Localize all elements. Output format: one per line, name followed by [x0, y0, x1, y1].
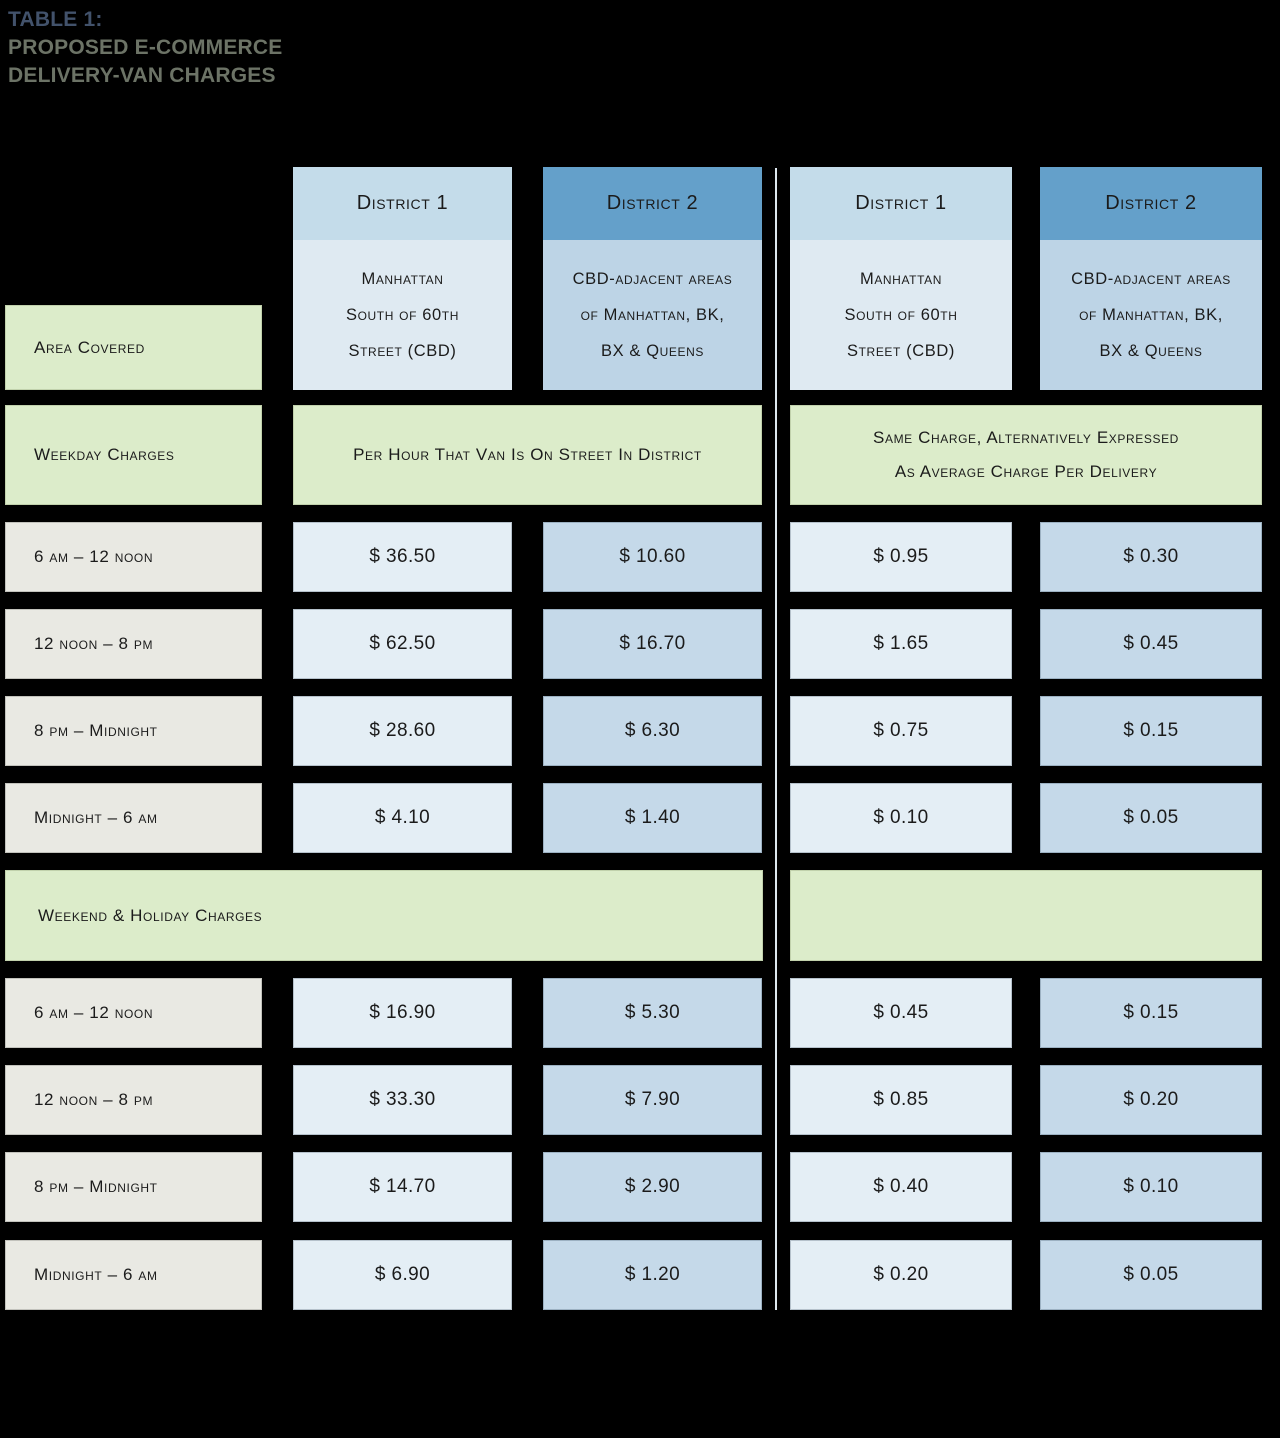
rate-cell: $ 0.05 [1040, 1240, 1262, 1310]
per-hour-unit-cell: Per Hour That Van Is On Street In Distri… [293, 405, 762, 505]
weekend-charges-label: Weekend & Holiday Charges [5, 870, 763, 961]
rate-cell: $ 2.90 [543, 1152, 762, 1222]
time-label: Midnight – 6 am [5, 1240, 262, 1310]
rate-cell: $ 10.60 [543, 522, 762, 592]
table-row: 12 noon – 8 pm $ 62.50 $ 16.70 $ 1.65 $ … [0, 609, 1280, 679]
district2-header-right: District 2 [1040, 167, 1262, 240]
rate-cell: $ 1.65 [790, 609, 1012, 679]
district1-header-right: District 1 [790, 167, 1012, 240]
rate-cell: $ 0.05 [1040, 783, 1262, 853]
rate-cell: $ 5.30 [543, 978, 762, 1048]
rate-cell: $ 0.30 [1040, 522, 1262, 592]
time-label: 6 am – 12 noon [5, 978, 262, 1048]
rate-cell: $ 6.30 [543, 696, 762, 766]
rate-cell: $ 4.10 [293, 783, 512, 853]
district1-area-right: Manhattan South of 60th Street (CBD) [790, 240, 1012, 390]
rate-cell: $ 14.70 [293, 1152, 512, 1222]
section-divider [775, 168, 777, 1310]
rate-cell: $ 1.40 [543, 783, 762, 853]
table-row: Midnight – 6 am $ 4.10 $ 1.40 $ 0.10 $ 0… [0, 783, 1280, 853]
rate-cell: $ 7.90 [543, 1065, 762, 1135]
rate-cell: $ 0.95 [790, 522, 1012, 592]
rate-cell: $ 33.30 [293, 1065, 512, 1135]
table-title: PROPOSED E-COMMERCE DELIVERY-VAN CHARGES [8, 36, 283, 87]
rate-cell: $ 62.50 [293, 609, 512, 679]
table-row: 8 pm – Midnight $ 14.70 $ 2.90 $ 0.40 $ … [0, 1152, 1280, 1222]
table-row: 6 am – 12 noon $ 16.90 $ 5.30 $ 0.45 $ 0… [0, 978, 1280, 1048]
table-row: Midnight – 6 am $ 6.90 $ 1.20 $ 0.20 $ 0… [0, 1240, 1280, 1310]
district1-area-left: Manhattan South of 60th Street (CBD) [293, 240, 512, 390]
table-row: 12 noon – 8 pm $ 33.30 $ 7.90 $ 0.85 $ 0… [0, 1065, 1280, 1135]
rate-cell: $ 0.20 [790, 1240, 1012, 1310]
rate-cell: $ 0.40 [790, 1152, 1012, 1222]
time-label: 8 pm – Midnight [5, 696, 262, 766]
rate-cell: $ 0.45 [1040, 609, 1262, 679]
rate-cell: $ 0.10 [790, 783, 1012, 853]
time-label: Midnight – 6 am [5, 783, 262, 853]
page-title: TABLE 1: PROPOSED E-COMMERCE DELIVERY-VA… [8, 6, 283, 90]
table-row: 6 am – 12 noon $ 36.50 $ 10.60 $ 0.95 $ … [0, 522, 1280, 592]
rate-cell: $ 36.50 [293, 522, 512, 592]
rate-cell: $ 0.15 [1040, 978, 1262, 1048]
rate-cell: $ 28.60 [293, 696, 512, 766]
rate-cell: $ 1.20 [543, 1240, 762, 1310]
rate-cell: $ 0.85 [790, 1065, 1012, 1135]
district2-area-left: CBD-adjacent areas of Manhattan, BK, BX … [543, 240, 762, 390]
rate-cell: $ 0.15 [1040, 696, 1262, 766]
district1-header-left: District 1 [293, 167, 512, 240]
district2-header-left: District 2 [543, 167, 762, 240]
table-number: TABLE 1: [8, 8, 103, 31]
area-covered-label: Area Covered [5, 305, 262, 390]
time-label: 8 pm – Midnight [5, 1152, 262, 1222]
rate-cell: $ 0.45 [790, 978, 1012, 1048]
rate-cell: $ 6.90 [293, 1240, 512, 1310]
weekday-charges-label: Weekday Charges [5, 405, 262, 505]
time-label: 12 noon – 8 pm [5, 1065, 262, 1135]
rate-cell: $ 0.10 [1040, 1152, 1262, 1222]
rate-cell: $ 0.75 [790, 696, 1012, 766]
time-label: 6 am – 12 noon [5, 522, 262, 592]
district2-area-right: CBD-adjacent areas of Manhattan, BK, BX … [1040, 240, 1262, 390]
table-row: 8 pm – Midnight $ 28.60 $ 6.30 $ 0.75 $ … [0, 696, 1280, 766]
per-delivery-unit-cell: Same Charge, Alternatively Expressed As … [790, 405, 1262, 505]
time-label: 12 noon – 8 pm [5, 609, 262, 679]
weekend-banner-right [790, 870, 1262, 961]
rate-cell: $ 16.90 [293, 978, 512, 1048]
rate-cell: $ 0.20 [1040, 1065, 1262, 1135]
rate-cell: $ 16.70 [543, 609, 762, 679]
